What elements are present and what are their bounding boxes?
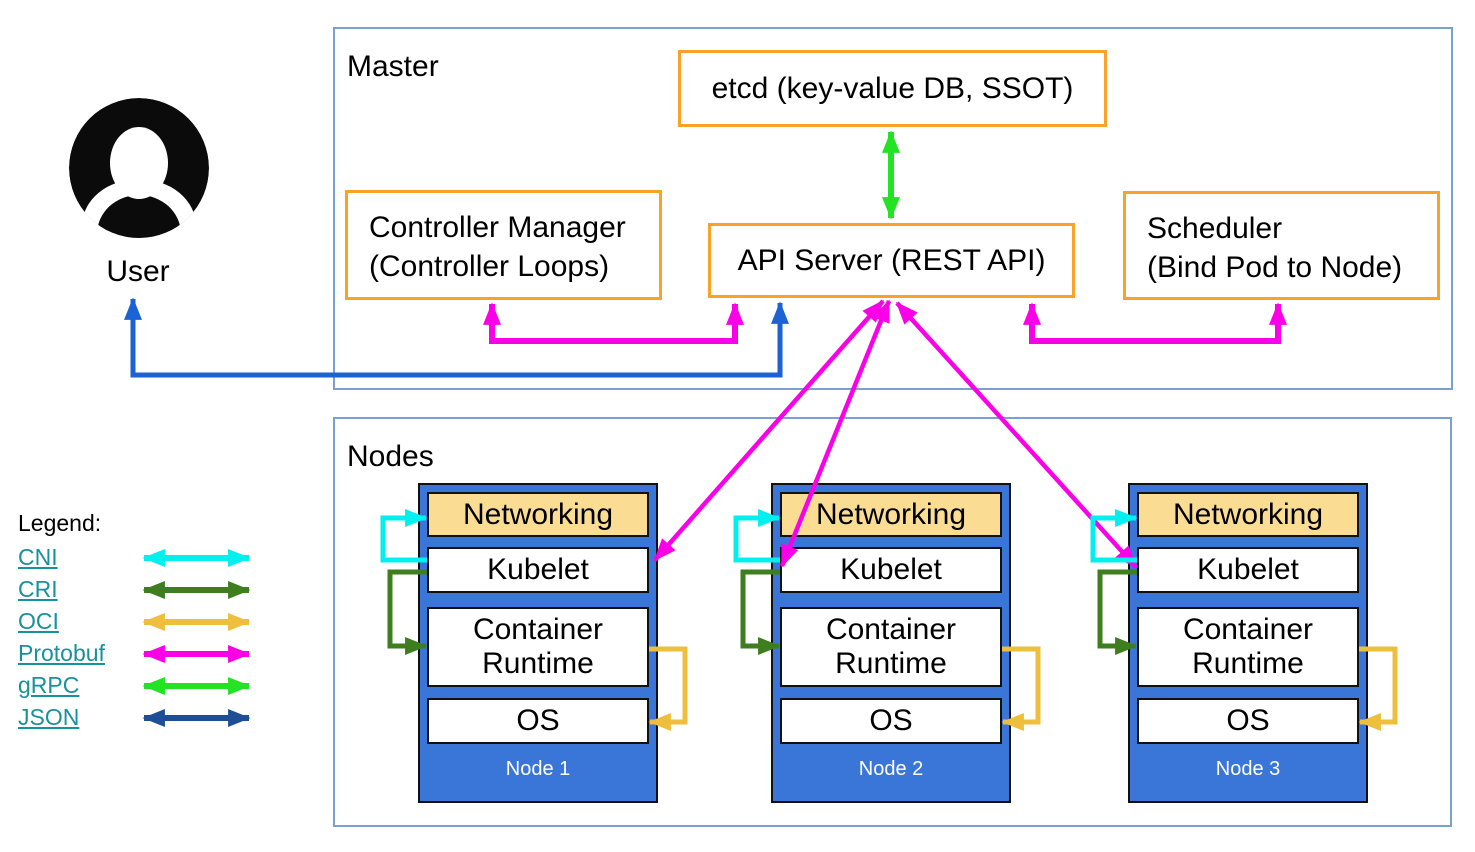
controller-manager-line2: (Controller Loops) (369, 250, 610, 283)
node2-container-runtime-box: Container Runtime (780, 607, 1002, 687)
node-1: Networking Kubelet Container Runtime OS … (418, 483, 658, 803)
user-label: User (106, 255, 170, 288)
node2-kubelet-box: Kubelet (780, 547, 1002, 593)
node3-os-label: OS (1226, 704, 1270, 737)
node2-networking-box: Networking (780, 492, 1002, 537)
node2-kubelet-label: Kubelet (840, 553, 942, 586)
node2-networking-label: Networking (815, 497, 967, 531)
legend-link-oci[interactable]: OCI (18, 608, 59, 634)
legend-link-cni[interactable]: CNI (18, 544, 58, 570)
etcd-label: etcd (key-value DB, SSOT) (711, 71, 1074, 105)
node1-runtime-label: Container Runtime (472, 612, 604, 681)
user-icon (69, 98, 209, 238)
node3-networking-label: Networking (1172, 497, 1324, 531)
scheduler-line2: (Bind Pod to Node) (1147, 251, 1403, 284)
node1-os-box: OS (427, 698, 649, 744)
node3-os-box: OS (1137, 698, 1359, 744)
node-3: Networking Kubelet Container Runtime OS … (1128, 483, 1368, 803)
controller-manager-box: Controller Manager (Controller Loops) (345, 190, 662, 300)
node3-name: Node 3 (1215, 758, 1281, 780)
node-2: Networking Kubelet Container Runtime OS … (771, 483, 1011, 803)
node1-networking-label: Networking (462, 497, 614, 531)
node3-kubelet-label: Kubelet (1197, 553, 1299, 586)
node1-networking-box: Networking (427, 492, 649, 537)
controller-manager-line1: Controller Manager (369, 211, 626, 244)
scheduler-line1: Scheduler (1147, 212, 1283, 245)
legend-link-cri[interactable]: CRI (18, 576, 58, 602)
node2-os-label: OS (869, 704, 913, 737)
node2-name: Node 2 (858, 758, 924, 780)
nodes-title: Nodes (347, 440, 434, 473)
etcd-box: etcd (key-value DB, SSOT) (678, 50, 1107, 127)
master-title: Master (347, 50, 439, 83)
legend-link-grpc[interactable]: gRPC (18, 672, 80, 698)
legend-title: Legend: (18, 510, 102, 536)
scheduler-box: Scheduler (Bind Pod to Node) (1123, 191, 1440, 300)
node3-runtime-label: Container Runtime (1182, 612, 1314, 681)
node1-kubelet-box: Kubelet (427, 547, 649, 593)
legend-link-protobuf[interactable]: Protobuf (18, 640, 105, 666)
node3-container-runtime-box: Container Runtime (1137, 607, 1359, 687)
node2-os-box: OS (780, 698, 1002, 744)
node1-name: Node 1 (505, 758, 571, 780)
node3-kubelet-box: Kubelet (1137, 547, 1359, 593)
api-server-label: API Server (REST API) (737, 243, 1046, 277)
node1-kubelet-label: Kubelet (487, 553, 589, 586)
api-server-box: API Server (REST API) (708, 223, 1075, 298)
node1-container-runtime-box: Container Runtime (427, 607, 649, 687)
node1-os-label: OS (516, 704, 560, 737)
node3-networking-box: Networking (1137, 492, 1359, 537)
node2-runtime-label: Container Runtime (825, 612, 957, 681)
legend-link-json[interactable]: JSON (18, 704, 80, 730)
